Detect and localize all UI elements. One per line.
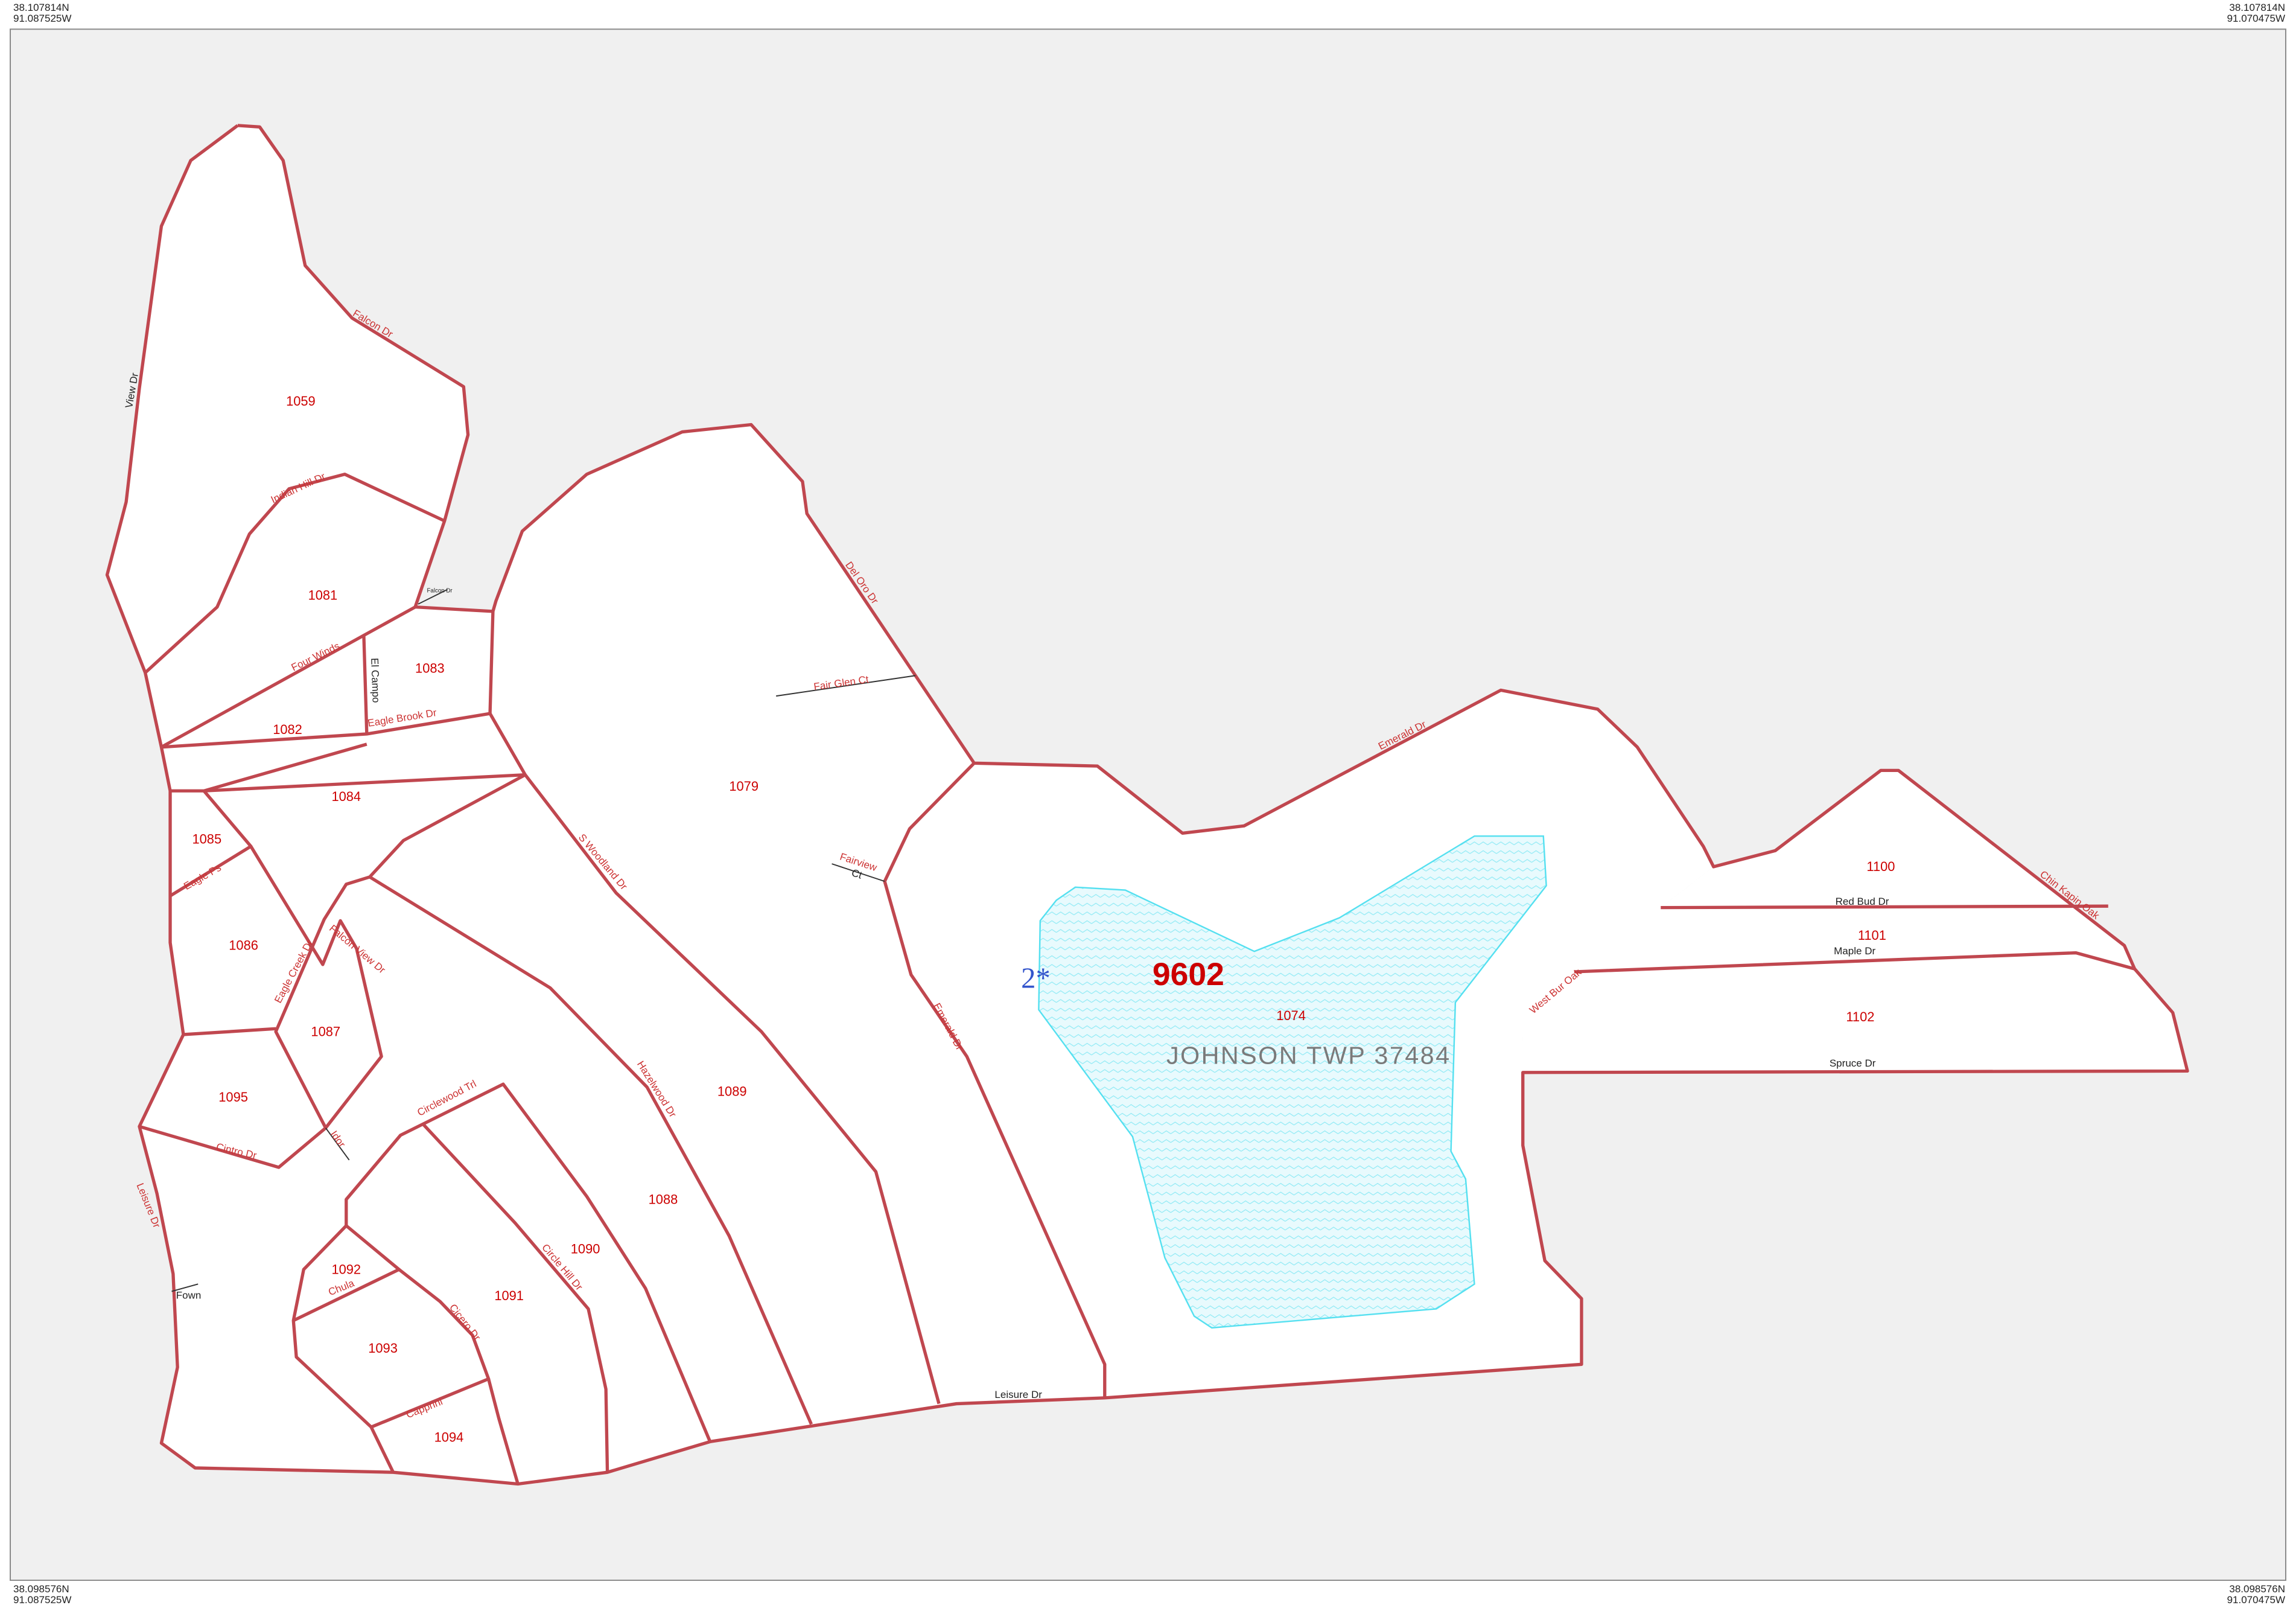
street-label-el-campo: El Campo [369, 658, 382, 703]
boundary-line [1574, 951, 2135, 974]
block-label: 1082 [273, 722, 302, 737]
corner-top-right: 38.107814N 91.070475W [2227, 2, 2285, 24]
block-label: 1092 [331, 1262, 361, 1277]
corner-top-left: 38.107814N 91.087525W [13, 2, 71, 24]
corner-lat: 38.098576N [2229, 1583, 2285, 1595]
place-marker: 2* [1021, 963, 1051, 995]
block-label: 1083 [415, 660, 445, 675]
boundary-line [291, 1224, 395, 1473]
street-line [418, 589, 448, 605]
street-label-ct: Ct [850, 867, 863, 881]
corner-lat: 38.107814N [13, 2, 69, 13]
street-label-red-bud-dr: Red Bud Dr [1836, 896, 1889, 907]
street-line [325, 1128, 350, 1161]
boundary-line [1661, 904, 2108, 910]
land-east [1522, 770, 2188, 1073]
boundary-line [345, 1082, 712, 1443]
block-boundaries [105, 124, 2189, 1486]
street-label-maple-dr: Maple Dr [1834, 945, 1875, 957]
block-label: 1089 [717, 1084, 747, 1099]
street-line [832, 863, 885, 882]
boundary-line [161, 605, 416, 749]
corner-lon: 91.070475W [2227, 13, 2285, 24]
block-label: 1095 [218, 1090, 248, 1105]
boundary-line [274, 773, 526, 1129]
boundary-line [144, 473, 445, 674]
street-line [171, 1283, 199, 1292]
boundary-line [488, 712, 941, 1405]
street-label-spruce-dr: Spruce Dr [1830, 1058, 1876, 1069]
corner-lat: 38.107814N [2229, 2, 2285, 13]
corner-bottom-left: 38.098576N 91.087525W [13, 1584, 71, 1606]
boundary-line [883, 762, 1107, 1398]
boundary-line [161, 636, 369, 749]
street-ticks [171, 589, 916, 1292]
block-label: 1088 [649, 1192, 678, 1207]
block-label: 1102 [1846, 1009, 1874, 1024]
boundary-line [183, 1027, 276, 1036]
block-label: 1081 [308, 588, 338, 603]
corner-bottom-right: 38.098576N 91.070475W [2227, 1584, 2285, 1606]
boundary-line [203, 773, 526, 793]
lake [1038, 835, 1547, 1329]
block-label: 1101 [1858, 928, 1886, 943]
street-label-fown: Fown [176, 1290, 202, 1301]
block-label: 1084 [331, 789, 361, 804]
block-label: 1091 [494, 1288, 524, 1303]
block-label: 1087 [311, 1024, 340, 1039]
tract-label: 9602 [1153, 957, 1224, 992]
township-label: JOHNSON TWP 37484 [1166, 1041, 1451, 1069]
corner-lon: 91.087525W [13, 1594, 72, 1606]
block-labels: 1059 1081 1083 1082 1084 1085 1086 1087 … [192, 394, 1895, 1444]
boundary-line [487, 1378, 520, 1485]
block-label: 1086 [229, 938, 258, 953]
block-label: 1059 [286, 394, 316, 409]
corner-lat: 38.098576N [13, 1583, 69, 1595]
boundary-line [369, 875, 813, 1425]
street-label-leisure-dr-bottom: Leisure Dr [994, 1389, 1042, 1400]
boundary-line [421, 1122, 609, 1473]
block-label: 1090 [571, 1242, 600, 1257]
corner-lon: 91.087525W [13, 13, 72, 24]
block-label: 1074 [1276, 1008, 1306, 1023]
boundary-line [139, 845, 383, 1169]
block-label: 1079 [729, 779, 758, 794]
corner-lon: 91.070475W [2227, 1594, 2285, 1606]
street-label-falcon-dr-small: Falcon Dr [427, 587, 453, 594]
block-label: 1094 [434, 1429, 464, 1444]
block-label: 1085 [192, 831, 221, 846]
boundary-line [370, 1268, 491, 1429]
street-line [776, 675, 916, 697]
block-label: 1093 [368, 1341, 398, 1356]
block-label: 1100 [1866, 859, 1895, 874]
